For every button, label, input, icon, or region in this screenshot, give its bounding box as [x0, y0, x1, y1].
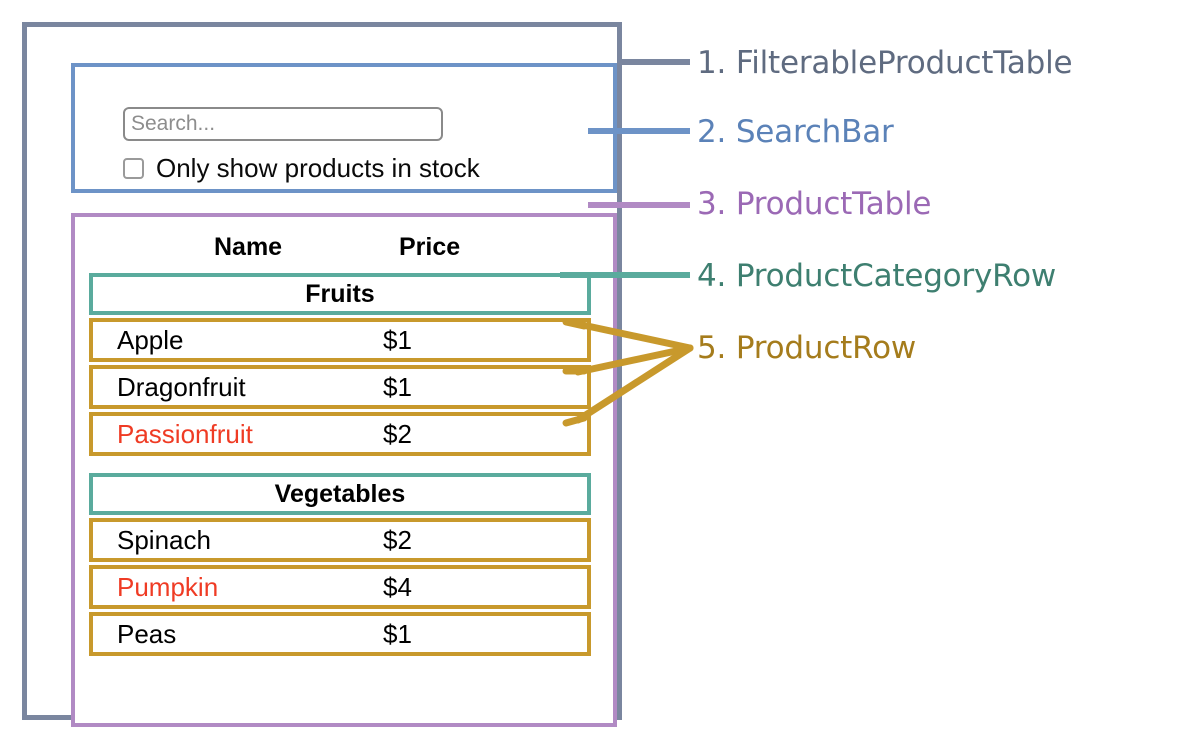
product-price: $1: [383, 372, 412, 402]
column-header-price: Price: [399, 232, 461, 261]
filterable-product-table-box: Only show products in stock Name Price F…: [22, 22, 622, 727]
product-name: Passionfruit: [117, 419, 253, 449]
product-price: $1: [383, 325, 412, 355]
product-table-rows: Fruits Apple $1 Dragonfruit $1 Passionfr…: [89, 273, 591, 659]
product-price: $2: [383, 525, 412, 555]
product-name: Peas: [117, 619, 177, 649]
product-row: Spinach $2: [89, 518, 591, 562]
product-table-header: Name Price: [79, 225, 609, 269]
in-stock-checkbox-row[interactable]: Only show products in stock: [123, 155, 480, 181]
legend-item-search-bar: 2. SearchBar: [697, 114, 894, 150]
product-name: Dragonfruit: [117, 372, 246, 402]
legend-item-filterable-product-table: 1. FilterableProductTable: [697, 45, 1073, 81]
in-stock-checkbox-label: Only show products in stock: [156, 153, 480, 183]
group-spacer: [89, 459, 591, 473]
product-price: $1: [383, 619, 412, 649]
legend-item-product-table: 3. ProductTable: [697, 186, 932, 222]
legend-item-product-row: 5. ProductRow: [697, 330, 917, 366]
product-name: Apple: [117, 325, 184, 355]
product-row: Pumpkin $4: [89, 565, 591, 609]
product-price: $4: [383, 572, 412, 602]
checkbox-icon[interactable]: [123, 157, 144, 179]
product-category-label: Fruits: [305, 279, 375, 308]
product-name: Spinach: [117, 525, 211, 555]
product-category-row: Vegetables: [89, 473, 591, 515]
product-name: Pumpkin: [117, 572, 219, 602]
search-bar-box: Only show products in stock: [71, 63, 617, 193]
legend-item-product-category-row: 4. ProductCategoryRow: [697, 258, 1057, 294]
column-header-name: Name: [214, 232, 283, 261]
product-table-box: Name Price Fruits Apple $1 Dragonfruit $…: [71, 213, 617, 727]
product-row: Dragonfruit $1: [89, 365, 591, 409]
product-row: Peas $1: [89, 612, 591, 656]
product-category-label: Vegetables: [274, 479, 406, 508]
product-row: Apple $1: [89, 318, 591, 362]
product-row: Passionfruit $2: [89, 412, 591, 456]
product-category-row: Fruits: [89, 273, 591, 315]
search-input[interactable]: [123, 107, 443, 141]
product-price: $2: [383, 419, 412, 449]
